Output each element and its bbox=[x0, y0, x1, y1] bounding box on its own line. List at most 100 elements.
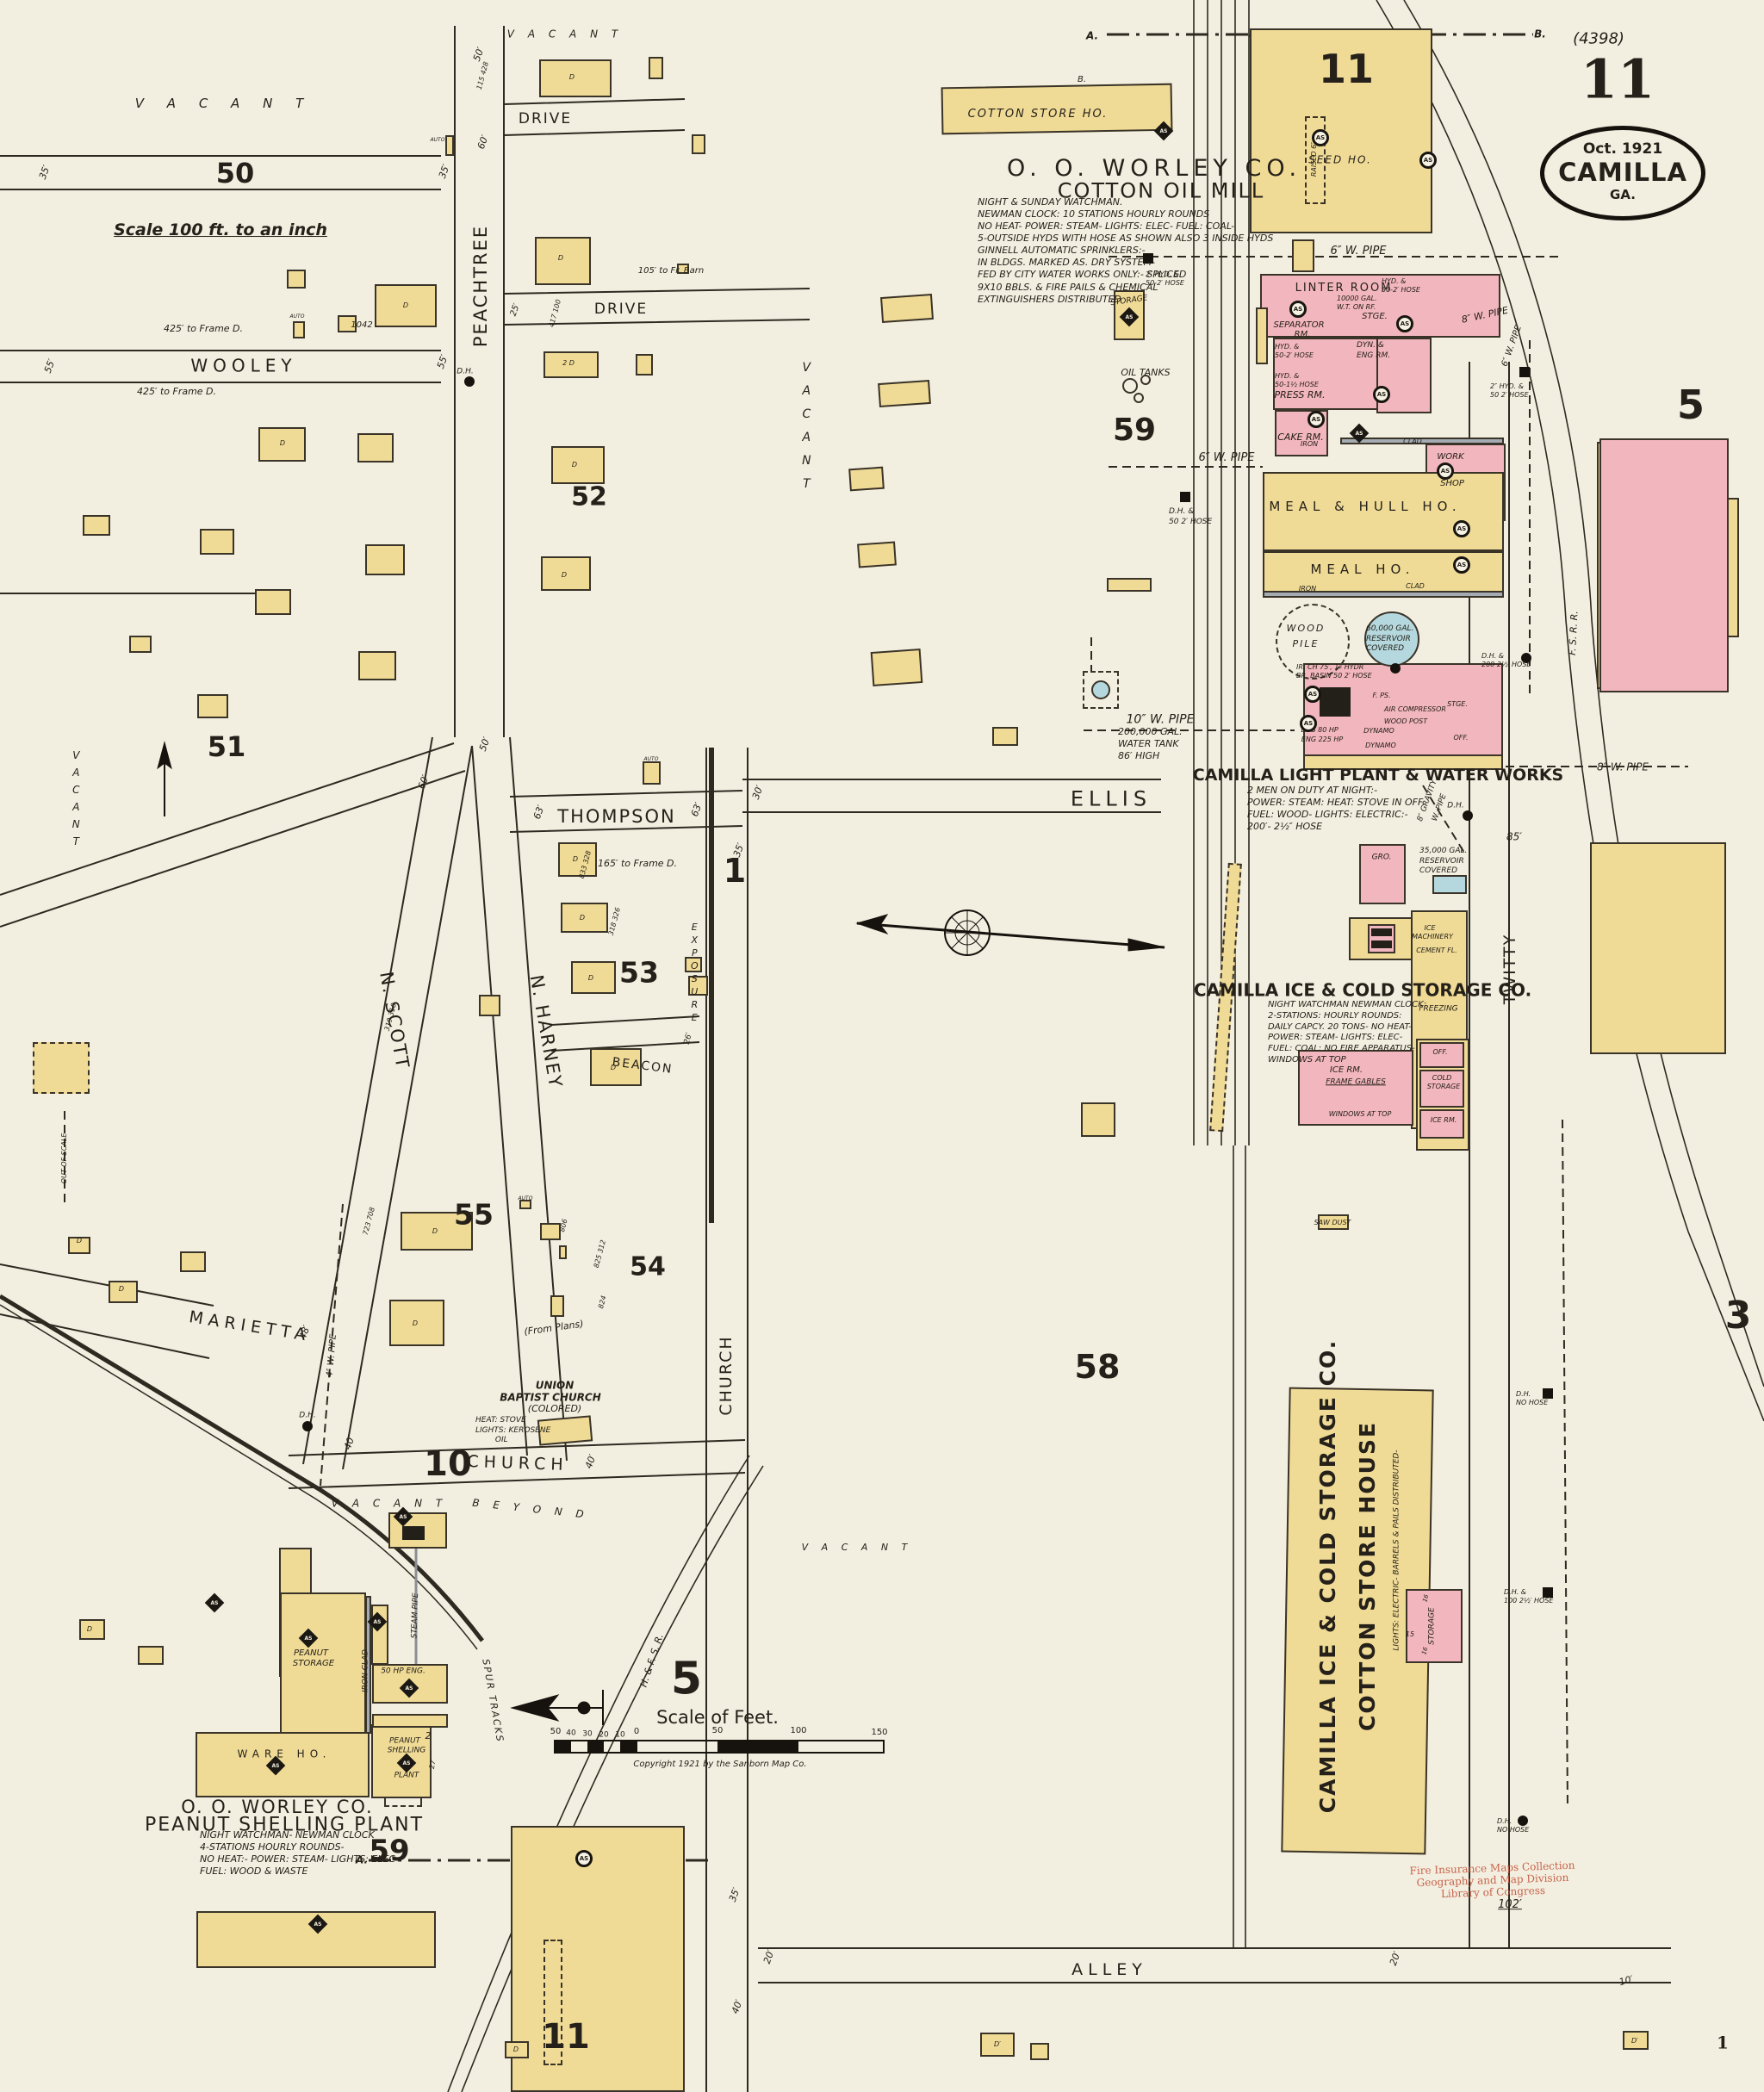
auto-shed bbox=[643, 761, 661, 785]
scale-tick: 30 bbox=[582, 1729, 593, 1739]
light-plant-porch bbox=[1303, 754, 1503, 770]
diamond-glyph: AS bbox=[304, 1635, 313, 1642]
narrow-building bbox=[371, 1605, 388, 1665]
dh-marker bbox=[1518, 1816, 1528, 1826]
iron-clad-wall bbox=[365, 1596, 371, 1734]
diamond-glyph: AS bbox=[402, 1760, 411, 1766]
compass-rose bbox=[855, 909, 1165, 956]
auto-label: AUTO bbox=[430, 136, 445, 143]
block-3: 3 bbox=[1724, 1293, 1752, 1338]
dwelling-letter: D bbox=[279, 438, 286, 447]
state-name: GA. bbox=[1610, 187, 1636, 202]
dyn-eng-note: DYN. & ENG RM. bbox=[1357, 341, 1391, 360]
auto-label: AUTO bbox=[643, 755, 659, 762]
meal-hull-ho bbox=[1263, 472, 1504, 551]
dwelling-dashed bbox=[33, 1042, 90, 1094]
dwelling bbox=[543, 351, 599, 378]
dh-label: D.H. bbox=[299, 1411, 316, 1420]
compressor bbox=[1371, 928, 1392, 936]
pipe-label: 8″ W. PIPE bbox=[1596, 760, 1649, 773]
dwelling bbox=[571, 961, 616, 994]
separator-label: SEPARATOR bbox=[1273, 320, 1325, 330]
block-5-center: 5 bbox=[670, 1653, 703, 1705]
church-title2: BAPTIST CHURCH bbox=[500, 1391, 601, 1404]
oil-tank bbox=[1122, 378, 1138, 394]
dh-marker bbox=[1543, 1388, 1553, 1399]
block-59-right: 59 bbox=[1112, 413, 1157, 449]
auto-label: AUTO bbox=[289, 313, 305, 320]
vacant-label: V A C A N T bbox=[134, 96, 314, 112]
reservoir-35k-note: 35,000 GAL. RESERVOIR COVERED bbox=[1419, 847, 1468, 876]
dwelling bbox=[880, 293, 934, 324]
equip-label: STGE. bbox=[1447, 699, 1468, 708]
street-peachtree: PEACHTREE bbox=[469, 224, 491, 348]
vacant-label: V A C A N T bbox=[331, 1497, 448, 1510]
block-53: 53 bbox=[619, 955, 659, 990]
street-alley: ALLEY bbox=[1071, 1960, 1147, 1980]
street-drive: DRIVE bbox=[518, 110, 573, 128]
dwelling bbox=[258, 427, 306, 462]
equip-label: WOOD POST bbox=[1383, 717, 1428, 725]
worley-mill-subtitle: COTTON OIL MILL bbox=[1057, 178, 1265, 203]
worley-mill-note: NIGHT & SUNDAY WATCHMAN. NEWMAN CLOCK: 1… bbox=[978, 196, 1274, 305]
water-tank-enclosure bbox=[1083, 671, 1119, 709]
equip-label: ENG 225 HP bbox=[1301, 735, 1344, 743]
ice-machinery-label: MACHINERY bbox=[1412, 932, 1453, 940]
as-sprinkler: AS bbox=[1300, 715, 1317, 732]
wood-pile bbox=[1276, 604, 1350, 680]
as-sprinkler: AS bbox=[1419, 152, 1437, 169]
dwelling bbox=[539, 59, 612, 97]
dwelling bbox=[857, 541, 897, 568]
peanut-storage-label2: STORAGE bbox=[292, 1658, 335, 1668]
dwelling-letter: D bbox=[572, 854, 579, 863]
dwelling-letter: 2 D bbox=[562, 358, 575, 367]
pipe-label: 6″ W. PIPE bbox=[1330, 245, 1387, 258]
dwelling bbox=[365, 544, 405, 575]
iron-clad-label: IRON bbox=[1300, 439, 1319, 448]
dh-marker bbox=[302, 1421, 313, 1431]
reservoir-60k bbox=[1364, 611, 1419, 667]
iron-clad-strip bbox=[1340, 438, 1504, 444]
street-church-vertical: CHURCH bbox=[717, 1335, 736, 1416]
diamond-glyph: AS bbox=[210, 1599, 219, 1606]
distance-note: 425′ to Frame D. bbox=[136, 386, 217, 398]
scale-tick: 50 bbox=[550, 1726, 562, 1736]
scale-bar-title: Scale of Feet. bbox=[656, 1706, 779, 1728]
dwelling bbox=[561, 903, 608, 933]
light-plant-note: 2 MEN ON DUTY AT NIGHT:- POWER: STEAM: H… bbox=[1247, 785, 1425, 833]
dwelling bbox=[255, 589, 291, 615]
dwelling bbox=[551, 446, 605, 484]
scale-tick: 50 bbox=[711, 1725, 724, 1735]
block-11-bottom: 11 bbox=[542, 2017, 590, 2057]
warehouse-label: WARE HO. bbox=[237, 1747, 332, 1760]
block-52: 52 bbox=[571, 481, 607, 512]
storehouse bbox=[870, 649, 923, 686]
as-sprinkler: AS bbox=[1437, 462, 1454, 480]
iron-clad-label: CLAD bbox=[1406, 581, 1425, 590]
freezing-label: FREEZING bbox=[1419, 1004, 1458, 1014]
dh-hose-note: D.H. & 50 2′ HOSE bbox=[1169, 507, 1213, 526]
city-name: CAMILLA bbox=[1558, 158, 1687, 187]
dwelling bbox=[375, 284, 437, 327]
cotton-storage-annex bbox=[1406, 1589, 1463, 1663]
saw-dust-box bbox=[1318, 1214, 1349, 1230]
mill-wing bbox=[1256, 307, 1268, 364]
dwelling bbox=[558, 842, 597, 877]
lot-number: 1042 bbox=[351, 320, 373, 330]
peanut-plant-note: NIGHT WATCHMAN- NEWMAN CLOCK 4-STATIONS … bbox=[200, 1829, 400, 1878]
cotton-store-house-title: CAMILLA ICE & COLD STORAGE CO. bbox=[1314, 1338, 1340, 1814]
dh-marker bbox=[464, 376, 475, 387]
block-10: 10 bbox=[424, 1444, 472, 1484]
shelling-plant-label2: SHELLING bbox=[387, 1746, 426, 1755]
barn bbox=[677, 264, 689, 274]
distance-note: 105′ to Fr. Barn bbox=[637, 265, 705, 276]
diamond-glyph: AS bbox=[373, 1618, 382, 1625]
block-59-left: 59 bbox=[369, 1834, 410, 1869]
stge-label: STGE. bbox=[1362, 311, 1388, 321]
dwelling bbox=[138, 1646, 164, 1665]
block11-warehouse bbox=[511, 1826, 685, 2092]
dwelling bbox=[68, 1237, 90, 1254]
wood-pile-label2: PILE bbox=[1292, 638, 1320, 650]
shed bbox=[685, 957, 702, 972]
dwelling bbox=[980, 2033, 1015, 2057]
